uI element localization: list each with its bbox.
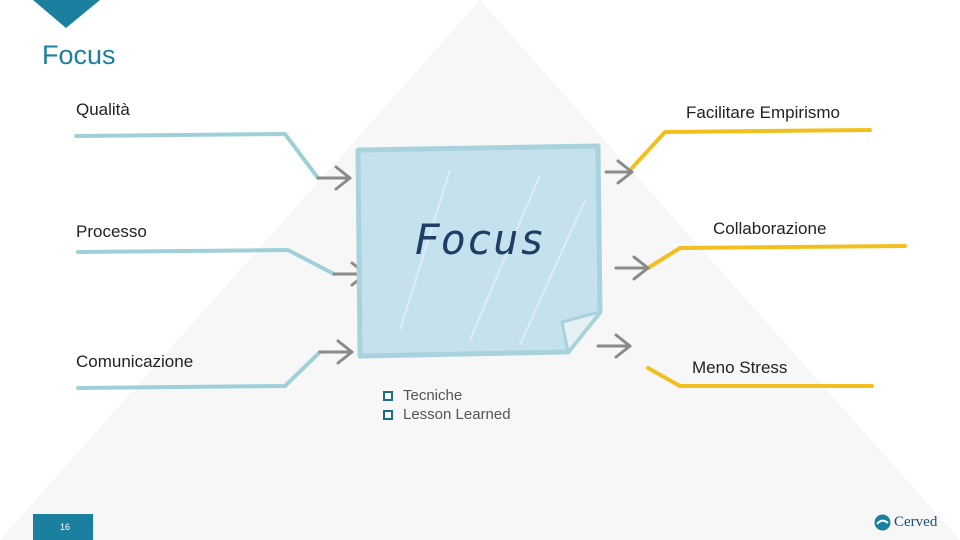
- sticky-note: [355, 143, 603, 359]
- connector-line-comunicazione: [76, 350, 322, 390]
- logo-text: Cerved: [894, 514, 938, 530]
- connector-line-qualita: [74, 131, 320, 180]
- label-qualita: Qualità: [76, 100, 130, 119]
- label-collaborazione: Collaborazione: [713, 219, 827, 238]
- note-title: Focus: [414, 215, 546, 264]
- label-meno-stress: Meno Stress: [692, 358, 788, 377]
- logo-mark-icon: [874, 514, 891, 531]
- connector-line-facilitare: [630, 128, 872, 170]
- cerved-logo: Cerved: [874, 514, 937, 531]
- page-number-badge: 16: [33, 514, 93, 540]
- arrow-icon: [316, 165, 352, 191]
- bullet-text: Lesson Learned: [403, 406, 511, 423]
- arrow-icon: [596, 333, 632, 359]
- connector-line-collaborazione: [646, 244, 907, 270]
- connector-line-meno-stress: [646, 366, 874, 388]
- label-processo: Processo: [76, 222, 147, 241]
- corner-tab: [33, 0, 100, 28]
- page-title: Focus: [42, 40, 116, 70]
- bullet-item: Tecniche: [383, 386, 511, 405]
- connector-line-processo: [76, 247, 336, 276]
- note-curl: [560, 310, 602, 354]
- arrow-icon: [614, 255, 650, 281]
- checkbox-square-icon: [383, 409, 393, 420]
- bullet-text: Tecniche: [403, 387, 463, 404]
- label-facilitare-empirismo: Facilitare Empirismo: [686, 103, 840, 122]
- checkbox-square-icon: [383, 390, 393, 401]
- page-number: 16: [60, 522, 71, 532]
- bullet-item: Lesson Learned: [383, 405, 511, 424]
- arrow-icon: [604, 159, 634, 185]
- bullet-list: Tecniche Lesson Learned: [383, 386, 511, 424]
- arrow-icon: [318, 339, 354, 365]
- label-comunicazione: Comunicazione: [76, 352, 194, 371]
